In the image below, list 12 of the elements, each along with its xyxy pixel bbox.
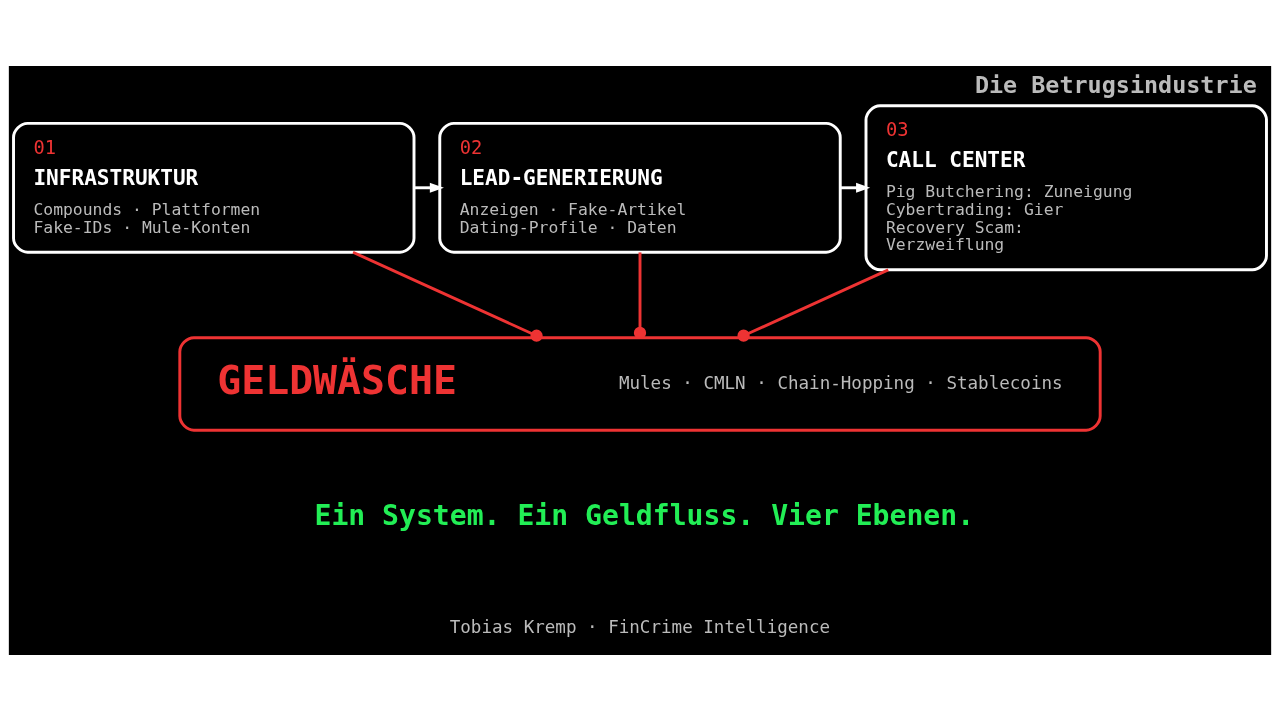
connector: [633, 251, 647, 339]
node-box: 01 INFRASTRUKTUR Compounds · Plattformen Fake-IDs · Mule-Konten: [12, 121, 416, 254]
arrow: [414, 182, 444, 193]
label: Ein System. Ein Geldfluss. Vier Ebenen.: [314, 498, 975, 532]
label: Tobias Kremp · FinCrime Intelligence: [449, 616, 831, 637]
connector: [737, 268, 889, 342]
diagram-title: Die Betrugsindustrie: [974, 70, 1257, 99]
node-box: 03 CALL CENTER Pig Butchering: Zuneigung Cybertrading: Gier Recovery Scam: Verzweiflung: [864, 103, 1268, 271]
connector: [352, 250, 543, 342]
node-box: GELDWÄSCHE Mules · CMLN · Chain-Hopping · Stablecoins: [178, 335, 1102, 432]
node-box: 02 LEAD-GENERIERUNG Anzeigen · Fake-Artikel Dating-Profile · Daten: [438, 121, 842, 254]
arrow: [840, 182, 871, 193]
